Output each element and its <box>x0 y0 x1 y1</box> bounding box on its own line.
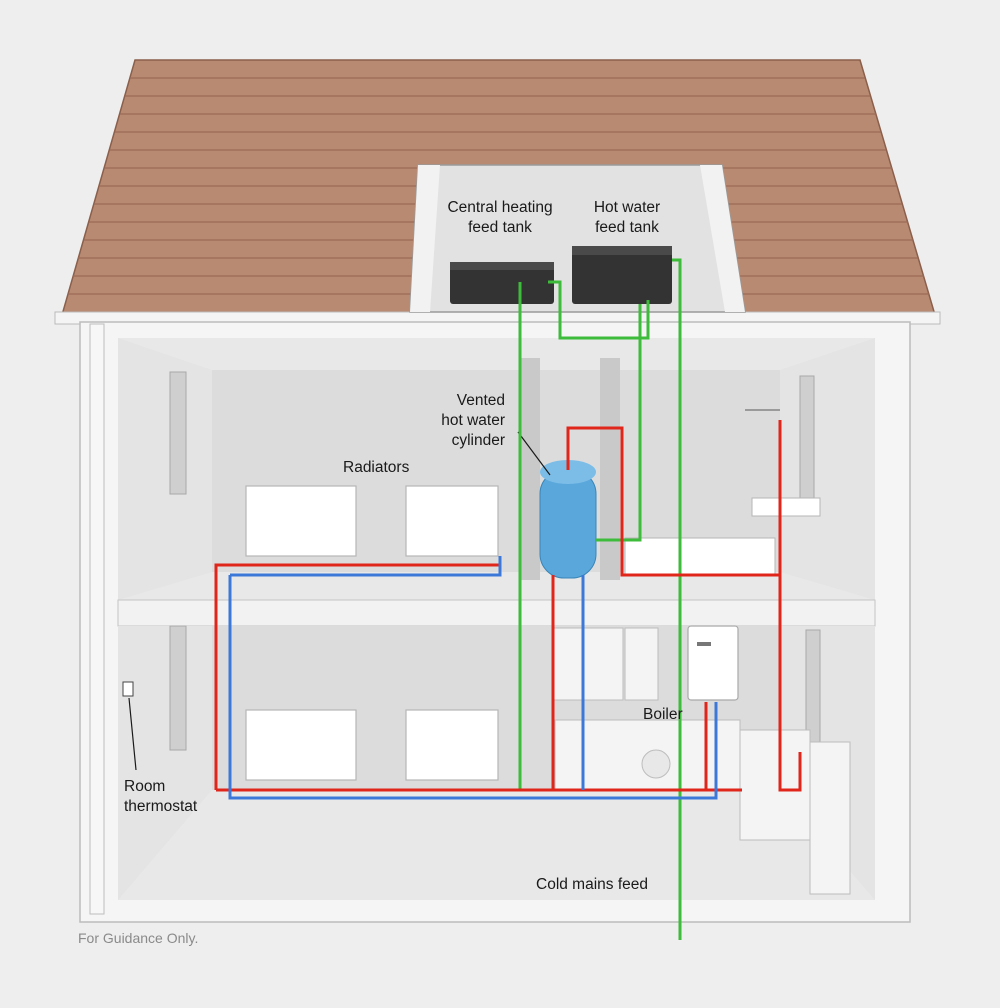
cold-pipes <box>228 556 718 800</box>
radiator-lower-left <box>245 709 357 781</box>
bathroom-fixtures <box>624 409 821 577</box>
central-heating-feed-tank-label: Central heating feed tank <box>447 199 553 236</box>
radiators-label: Radiators <box>343 459 410 476</box>
hot-water-feed-tank-label: Hot water feed tank <box>593 199 661 236</box>
room-thermostat-label: Room thermostat <box>124 778 198 815</box>
cold-mains-feed-label: Cold mains feed <box>536 876 649 893</box>
radiator-upper-left <box>245 485 357 557</box>
boiler-label: Boiler <box>643 706 683 723</box>
vented-hot-water-cylinder-label: Vented hot water cylinder <box>441 392 505 449</box>
kitchen-units <box>552 627 851 895</box>
room-thermostat <box>122 681 137 771</box>
hot-water-feed-tank <box>572 246 672 304</box>
hot-pipes <box>214 420 802 792</box>
feed-pipes <box>518 258 682 940</box>
radiators-group <box>245 485 499 781</box>
central-heating-feed-tank <box>450 262 554 304</box>
boiler <box>687 625 739 701</box>
disclaimer-text: For Guidance Only. <box>78 930 199 946</box>
radiator-upper-right <box>405 485 499 557</box>
radiator-lower-right <box>405 709 499 781</box>
partition-walls <box>520 358 620 580</box>
